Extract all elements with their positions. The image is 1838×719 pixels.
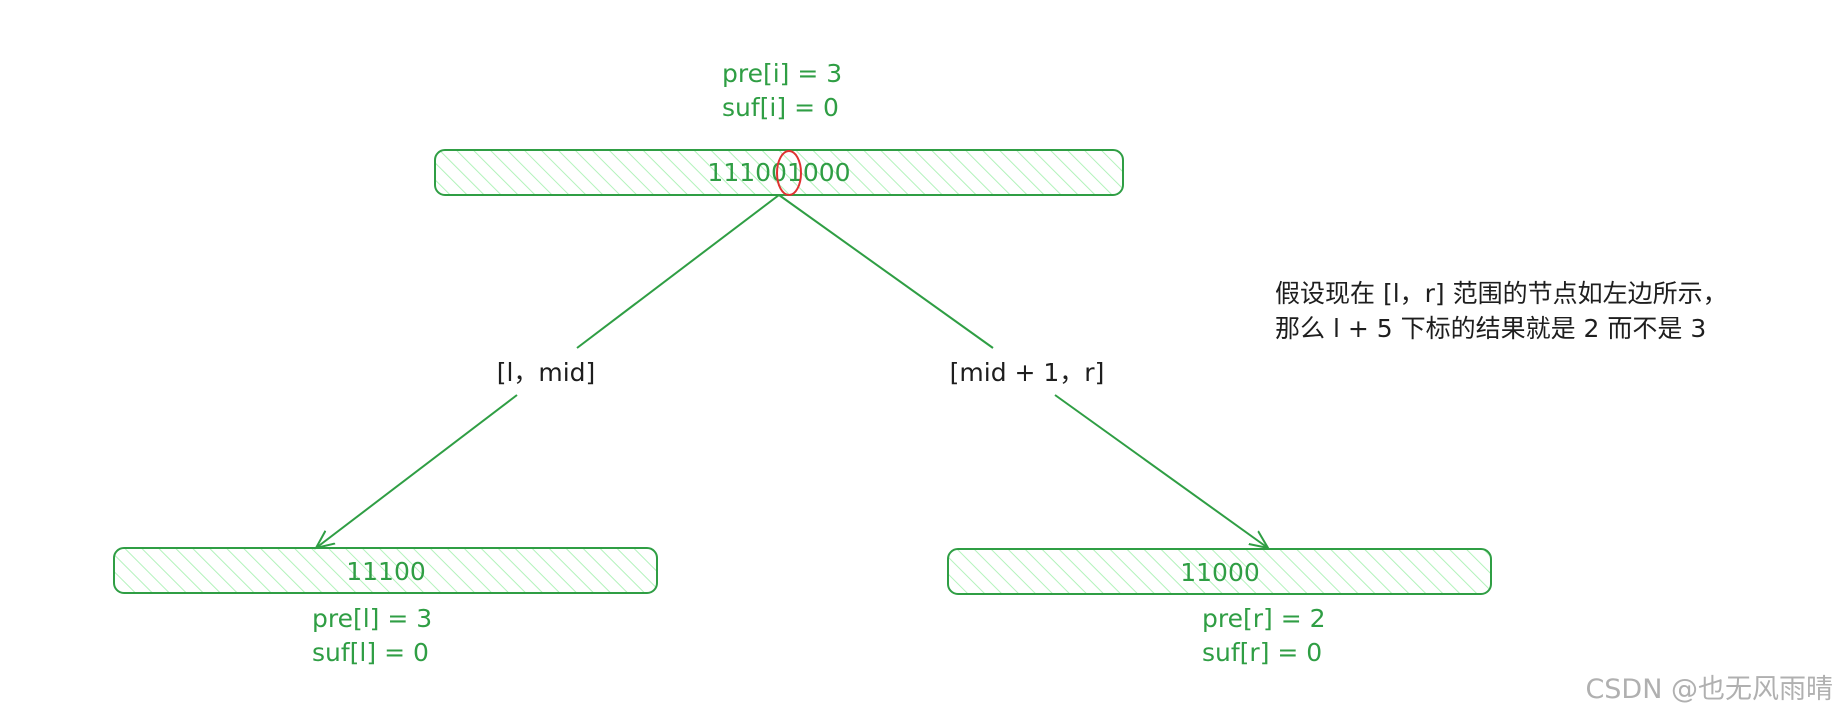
left-suf-label: suf[l] = 0 bbox=[312, 638, 429, 667]
note-line-2: 那么 l + 5 下标的结果就是 2 而不是 3 bbox=[1275, 314, 1706, 343]
right-pre-label: pre[r] = 2 bbox=[1202, 604, 1326, 633]
left-edge-label: [l，mid] bbox=[497, 358, 596, 387]
highlight-ellipse bbox=[776, 150, 802, 196]
root-node-value: 111001000 bbox=[707, 158, 850, 187]
root-pre-label: pre[i] = 3 bbox=[722, 59, 842, 88]
edge-root-to-right-lower bbox=[1054, 394, 1268, 548]
root-value-head: 11100 bbox=[707, 158, 787, 187]
left-node-box bbox=[113, 547, 658, 594]
edge-root-to-left-lower bbox=[316, 394, 518, 548]
right-node: 11000 pre[r] = 2 suf[r] = 0 bbox=[947, 548, 1492, 667]
edge-root-to-right-upper bbox=[778, 194, 994, 349]
root-node: pre[i] = 3 suf[i] = 0 111001000 bbox=[434, 59, 1124, 196]
right-edge-label: [mid + 1，r] bbox=[950, 358, 1105, 387]
root-value-tail: 1000 bbox=[787, 158, 851, 187]
edge-root-to-left-upper bbox=[576, 194, 780, 349]
explanation-note: 假设现在 [l，r] 范围的节点如左边所示， 那么 l + 5 下标的结果就是 … bbox=[1275, 279, 1728, 343]
root-suf-label: suf[i] = 0 bbox=[722, 93, 839, 122]
right-node-value: 11000 bbox=[1180, 558, 1260, 587]
note-line-1: 假设现在 [l，r] 范围的节点如左边所示， bbox=[1275, 279, 1728, 308]
left-node-value: 11100 bbox=[346, 557, 426, 586]
left-node: 11100 pre[l] = 3 suf[l] = 0 bbox=[113, 547, 658, 667]
right-suf-label: suf[r] = 0 bbox=[1202, 638, 1322, 667]
right-node-box bbox=[947, 548, 1492, 595]
edges: [l，mid] [mid + 1，r] bbox=[316, 194, 1268, 548]
csdn-watermark: CSDN @也无风雨晴 bbox=[1585, 674, 1833, 705]
left-pre-label: pre[l] = 3 bbox=[312, 604, 432, 633]
